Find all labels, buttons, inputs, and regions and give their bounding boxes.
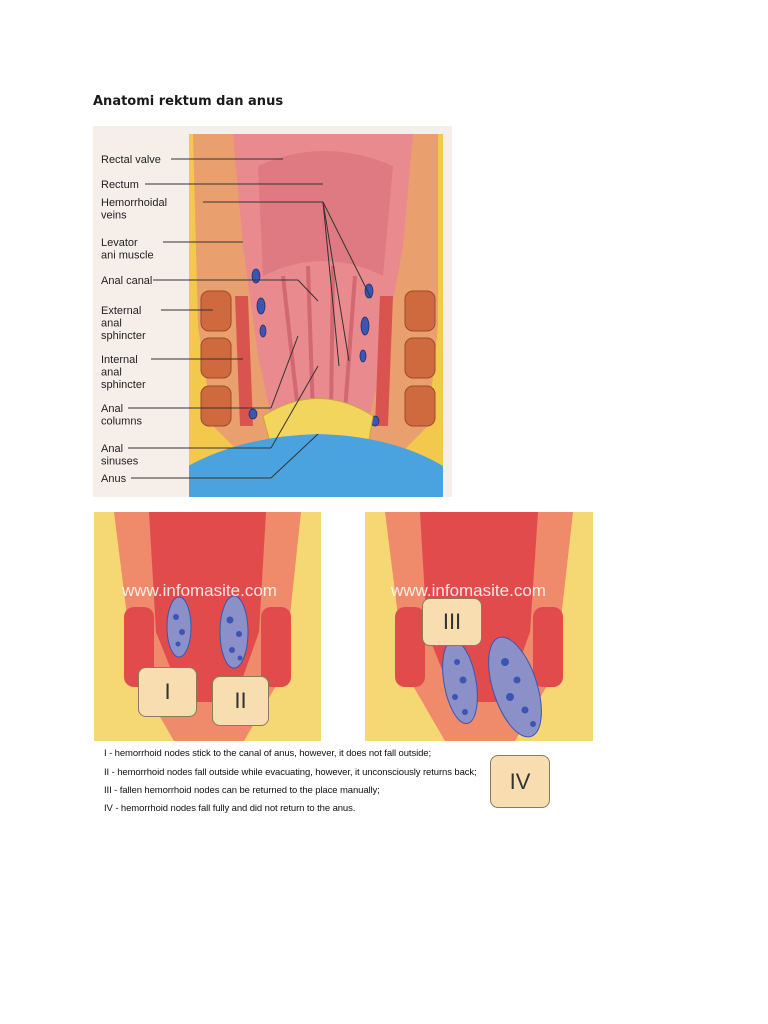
hemorrhoid-stage-1-2-figure: www.infomasite.com I II <box>94 512 321 741</box>
anatomy-label-4-line-0: Anal canal <box>101 275 152 287</box>
anatomy-labels: Rectal valveRectumHemorrhoidalveinsLevat… <box>101 154 167 485</box>
anatomy-label-3-line-0: Levator <box>101 237 138 249</box>
stage-label-3: III <box>422 598 482 646</box>
anatomy-label-8-line-1: sinuses <box>101 456 139 468</box>
anatomy-label-1-line-0: Rectum <box>101 179 139 191</box>
anatomy-label-2-line-0: Hemorrhoidal <box>101 197 167 209</box>
stage-caption-2: II - hemorrhoid nodes fall outside while… <box>104 767 477 778</box>
hemorrhoid-stage-3-4-figure: www.infomasite.com III <box>365 512 593 741</box>
anatomy-label-8-line-0: Anal <box>101 443 123 455</box>
stage-label-1: I <box>138 667 197 717</box>
watermark-text: www.infomasite.com <box>121 581 277 600</box>
anatomy-label-6-line-0: Internal <box>101 354 138 366</box>
stage-caption-3: III - fallen hemorrhoid nodes can be ret… <box>104 785 380 796</box>
anatomy-label-2-line-1: veins <box>101 210 127 222</box>
anatomy-label-7-line-0: Anal <box>101 403 123 415</box>
anatomy-label-3-line-1: ani muscle <box>101 250 154 262</box>
anatomy-label-9-line-0: Anus <box>101 473 127 485</box>
anatomy-illustration: Rectal valveRectumHemorrhoidalveinsLevat… <box>93 126 452 497</box>
anatomy-label-5-line-0: External <box>101 305 141 317</box>
anatomy-label-5-line-2: sphincter <box>101 330 146 342</box>
anatomy-label-7-line-1: columns <box>101 416 142 428</box>
anatomy-label-0-line-0: Rectal valve <box>101 154 161 166</box>
stage-caption-4: IV - hemorrhoid nodes fall fully and did… <box>104 803 356 814</box>
stage-1-2-illustration: www.infomasite.com <box>94 512 321 741</box>
page-title: Anatomi rektum dan anus <box>93 94 284 109</box>
anatomy-label-5-line-1: anal <box>101 318 122 330</box>
watermark-text: www.infomasite.com <box>390 581 546 600</box>
stage-caption-1: I - hemorrhoid nodes stick to the canal … <box>104 748 432 759</box>
anatomy-label-6-line-2: sphincter <box>101 379 146 391</box>
anatomy-label-6-line-1: anal <box>101 367 122 379</box>
stage-label-2: II <box>212 676 269 726</box>
stage-label-4: IV <box>490 755 550 808</box>
